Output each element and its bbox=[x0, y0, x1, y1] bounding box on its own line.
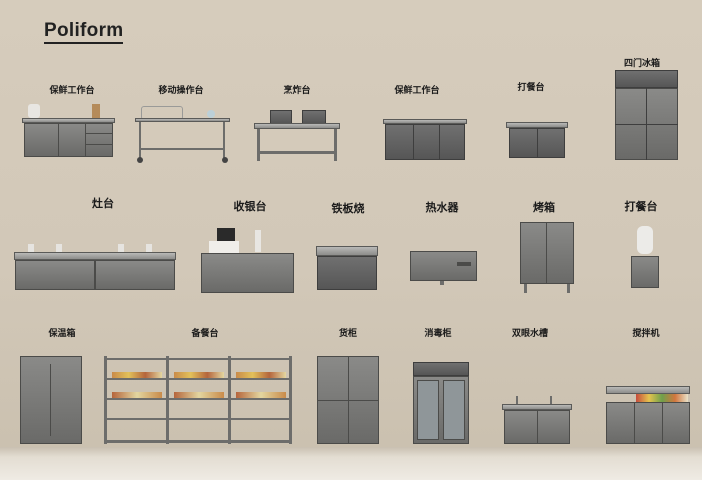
brand-logo: Poliform bbox=[44, 20, 124, 44]
label-four-door-fridge: 四门冰箱 bbox=[623, 59, 661, 69]
label-serving-counter-1: 打餐台 bbox=[517, 83, 545, 93]
mixer bbox=[606, 386, 690, 446]
cashier-counter bbox=[201, 226, 294, 294]
fresh-workbench-1 bbox=[22, 100, 115, 162]
label-mobile-workbench: 移动操作台 bbox=[158, 86, 204, 96]
label-fresh-workbench-1: 保鲜工作台 bbox=[49, 86, 95, 96]
serving-counter-1 bbox=[506, 122, 568, 162]
label-double-sink: 双眼水槽 bbox=[511, 329, 549, 339]
label-water-heater: 热水器 bbox=[425, 201, 459, 214]
label-cashier-counter: 收银台 bbox=[233, 200, 267, 213]
label-storage-cabinet: 货柜 bbox=[338, 329, 358, 339]
label-serving-counter-2: 打餐台 bbox=[624, 200, 658, 213]
sterilizer-cabinet bbox=[413, 362, 469, 446]
label-prep-rack: 备餐台 bbox=[191, 329, 219, 339]
frying-station bbox=[254, 106, 340, 164]
water-heater bbox=[410, 251, 477, 285]
label-stove: 灶台 bbox=[92, 197, 114, 210]
floor bbox=[0, 447, 702, 480]
double-sink bbox=[502, 396, 572, 446]
oven bbox=[520, 222, 574, 294]
label-warming-cabinet: 保温箱 bbox=[48, 329, 76, 339]
warming-cabinet bbox=[20, 356, 82, 446]
prep-rack bbox=[104, 356, 292, 446]
label-teppanyaki: 铁板烧 bbox=[331, 202, 365, 215]
four-door-fridge bbox=[615, 70, 678, 162]
label-sterilizer-cabinet: 消毒柜 bbox=[424, 329, 452, 339]
label-fresh-workbench-2: 保鲜工作台 bbox=[394, 86, 440, 96]
storage-cabinet bbox=[317, 356, 379, 446]
mobile-workbench bbox=[135, 100, 230, 164]
label-mixer: 搅拌机 bbox=[632, 329, 660, 339]
label-frying-station: 烹炸台 bbox=[283, 86, 311, 96]
teppanyaki bbox=[316, 246, 378, 292]
serving-counter-2 bbox=[631, 226, 659, 290]
stove bbox=[14, 244, 176, 294]
fresh-workbench-2 bbox=[383, 119, 467, 164]
label-oven: 烤箱 bbox=[533, 201, 555, 214]
